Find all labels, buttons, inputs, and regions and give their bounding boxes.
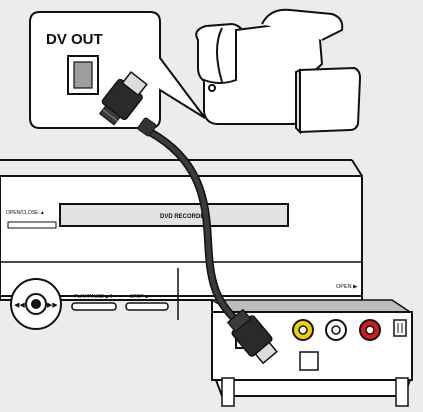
play-pause-button[interactable]: [72, 303, 116, 310]
flap-open-label: OPEN ▶: [336, 284, 358, 290]
side-port[interactable]: [394, 320, 406, 336]
prev-icon: ◀◀: [14, 302, 25, 309]
navigation-center-dot: [31, 299, 41, 309]
camcorder: [196, 10, 360, 132]
dv-out-label: DV OUT: [46, 31, 103, 48]
eject-button[interactable]: [8, 222, 56, 228]
play-pause-label: PLAY/PAUSE ▶II: [74, 294, 112, 300]
camcorder-lcd-screen: [300, 68, 360, 132]
next-icon: ▶▶: [47, 302, 58, 309]
stop-button[interactable]: [126, 303, 168, 310]
flap-hinge-right: [396, 378, 408, 406]
dv-port-slot: [74, 62, 92, 88]
camcorder-indicator: [209, 85, 215, 91]
flap-bottom: [216, 380, 410, 396]
lower-port[interactable]: [300, 352, 318, 370]
flap-hinge-left: [222, 378, 234, 406]
recorder-front-panel: [0, 176, 362, 296]
eject-label: OPEN/CLOSE ▲: [6, 210, 45, 216]
camcorder-lcd-hinge: [296, 70, 300, 132]
stop-label: STOP ■: [130, 294, 148, 300]
